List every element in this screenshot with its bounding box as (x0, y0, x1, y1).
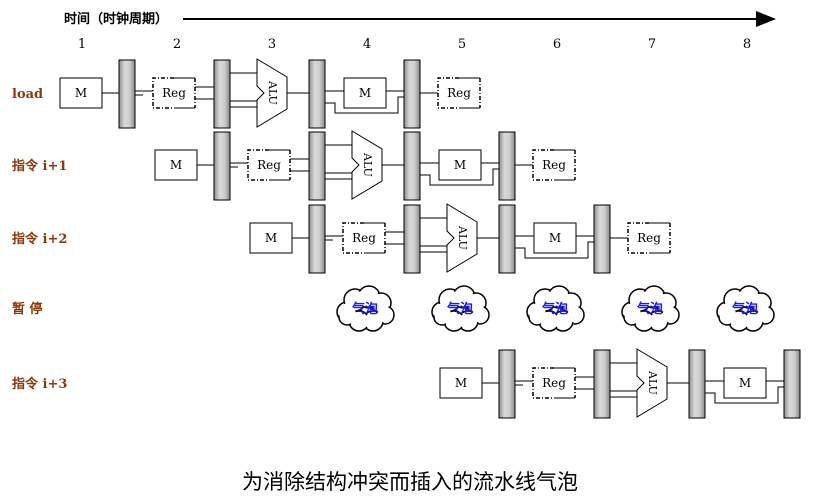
cycle-number: 5 (458, 37, 466, 52)
data-memory (533, 222, 577, 254)
pipeline-latch (498, 131, 516, 201)
data-memory-label: M (739, 376, 751, 390)
pipeline-latch (213, 59, 231, 129)
register-read-label: Reg (162, 86, 186, 100)
pipeline-latch (308, 204, 326, 274)
stall-bubble: 气泡 (526, 285, 585, 332)
pipeline-latch (213, 131, 231, 201)
cycle-number: 3 (268, 37, 276, 52)
stall-bubble-label: 气泡 (542, 301, 568, 317)
data-memory (438, 149, 482, 181)
data-memory (723, 367, 767, 399)
instruction-memory (439, 367, 483, 399)
register-write (438, 78, 480, 108)
stall-bubbles: 气泡 气泡 气泡 气泡 气泡 (336, 285, 775, 332)
data-memory-label: M (549, 231, 561, 245)
pipeline-latch (118, 59, 136, 129)
alu-unit-label: ALU (456, 225, 469, 250)
alu-unit (446, 203, 478, 273)
row-label: load (12, 87, 43, 102)
pipeline-latch (593, 349, 611, 419)
data-memory-label: M (359, 86, 371, 100)
cycle-number: 1 (78, 37, 86, 52)
alu-unit-label: ALU (361, 152, 374, 177)
timeline: 时间（时钟周期） 1 2 3 4 5 6 7 8 (64, 11, 776, 52)
stall-bubble-label: 气泡 (447, 301, 473, 317)
row-label: 指令 i+3 (12, 376, 67, 392)
instruction-memory-label: M (455, 376, 467, 390)
cycle-number: 8 (743, 37, 751, 52)
pipeline-latch (783, 349, 801, 419)
instruction-pipeline: M Reg ALU M (439, 348, 801, 419)
register-read-label: Reg (257, 158, 281, 172)
timeline-title: 时间（时钟周期） (64, 11, 168, 27)
stall-bubble: 气泡 (336, 285, 395, 332)
register-read (343, 223, 385, 253)
pipeline-latch (498, 349, 516, 419)
register-read-label: Reg (352, 231, 376, 245)
cycle-numbers: 1 2 3 4 5 6 7 8 (78, 37, 751, 52)
stall-bubble-label: 气泡 (352, 301, 378, 317)
cycle-number: 4 (363, 37, 371, 52)
pipeline-latch (308, 59, 326, 129)
alu-unit (636, 348, 668, 418)
cycle-number: 2 (173, 37, 181, 52)
row-label: 指令 i+1 (12, 158, 67, 174)
cycle-number: 7 (648, 37, 656, 52)
pipeline-latch (403, 204, 421, 274)
register-read (533, 368, 575, 398)
instruction-memory (154, 149, 198, 181)
stall-bubble-label: 气泡 (637, 301, 663, 317)
instruction-pipeline: M Reg ALU M Reg (59, 58, 481, 129)
pipeline-latch (688, 349, 706, 419)
register-read-label: Reg (542, 376, 566, 390)
alu-unit-label: ALU (266, 80, 279, 105)
row-labels: load 指令 i+1 指令 i+2 暂 停指令 i+3 (12, 87, 67, 392)
pipeline-latch (498, 204, 516, 274)
cycle-number: 6 (553, 37, 561, 52)
pipeline-latch (593, 204, 611, 274)
alu-unit (351, 130, 383, 200)
stall-bubble: 气泡 (716, 285, 775, 332)
register-write (533, 150, 575, 180)
instruction-pipeline: M Reg ALU M Reg (249, 203, 671, 274)
stall-bubble-label: 气泡 (732, 301, 758, 317)
alu-unit-label: ALU (646, 370, 659, 395)
instruction-pipeline: M Reg ALU M Reg (154, 130, 576, 201)
register-read (153, 78, 195, 108)
pipeline-latch (403, 131, 421, 201)
row-label: 指令 i+2 (12, 231, 67, 247)
register-read (248, 150, 290, 180)
register-write (628, 223, 670, 253)
instruction-memory-label: M (75, 86, 87, 100)
data-memory (343, 77, 387, 109)
diagram-caption: 为消除结构冲突而插入的流水线气泡 (242, 470, 578, 494)
stall-bubble: 气泡 (621, 285, 680, 332)
register-write-label: Reg (542, 158, 566, 172)
register-write-label: Reg (447, 86, 471, 100)
alu-unit (256, 58, 288, 128)
register-write-label: Reg (637, 231, 661, 245)
instruction-memory-label: M (265, 231, 277, 245)
pipeline-latch (308, 131, 326, 201)
instruction-memory-label: M (170, 158, 182, 172)
data-memory-label: M (454, 158, 466, 172)
stall-bubble: 气泡 (431, 285, 490, 332)
row-label: 暂 停 (12, 301, 43, 317)
pipeline-latch (403, 59, 421, 129)
